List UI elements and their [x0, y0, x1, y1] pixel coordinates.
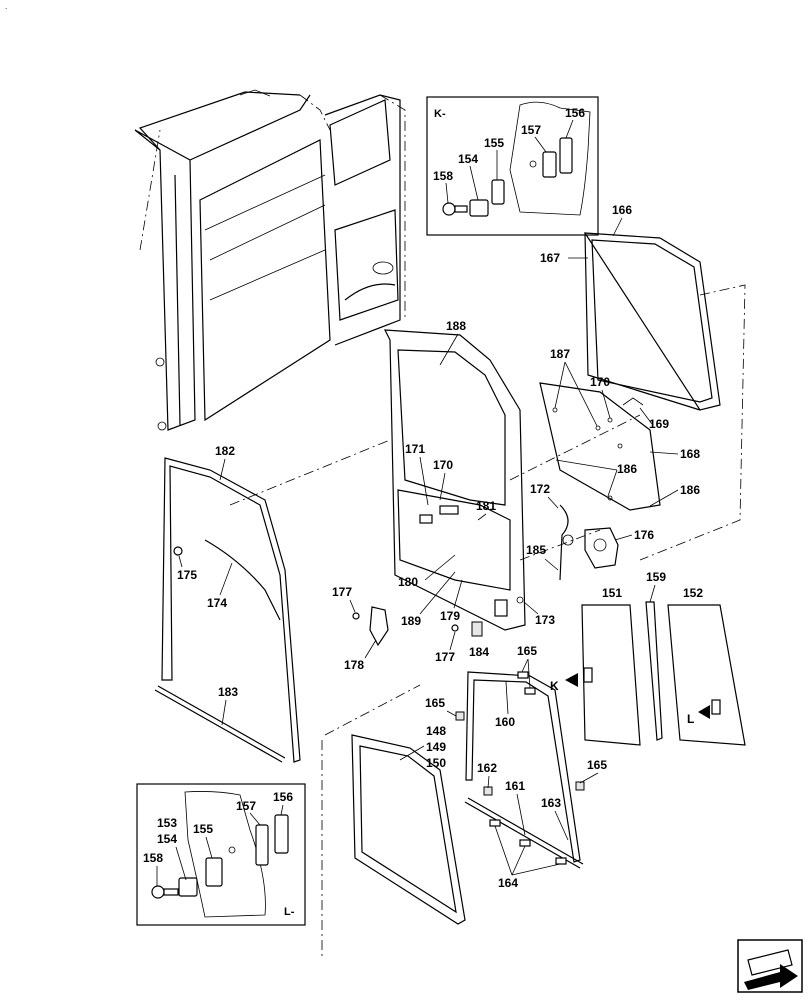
label-162: 162	[477, 761, 497, 775]
lower-glass-panels: 151 159 152 K L	[550, 570, 746, 746]
label-153-l: 153	[157, 816, 177, 830]
label-150: 150	[426, 756, 446, 770]
label-180: 180	[398, 575, 418, 589]
label-172: 172	[530, 482, 550, 496]
label-167: 167	[540, 251, 560, 265]
label-154-k: 154	[458, 152, 478, 166]
label-165-right: 165	[587, 758, 607, 772]
label-165-left: 165	[425, 696, 445, 710]
inset-view-k: K- 156 157 155 154 158	[426, 96, 599, 236]
label-163: 163	[541, 796, 561, 810]
label-184: 184	[469, 645, 489, 659]
label-170-door: 170	[433, 458, 453, 472]
label-173: 173	[535, 613, 555, 627]
label-154-l: 154	[157, 832, 177, 846]
label-148: 148	[426, 724, 446, 738]
label-170-top: 170	[590, 375, 610, 389]
corner-mark: .	[5, 2, 7, 11]
label-157-l: 157	[236, 799, 256, 813]
lower-window-frame: 148 149 150	[321, 684, 466, 960]
label-177-a: 177	[332, 585, 352, 599]
label-158-k: 158	[433, 169, 453, 183]
label-160: 160	[495, 715, 515, 729]
callout-k: K	[550, 679, 559, 693]
view-label-l: L-	[284, 906, 295, 918]
view-label-k: K-	[434, 108, 446, 120]
inset-view-l: 156 157 153 154 155 158 L-	[136, 783, 306, 926]
label-178: 178	[344, 658, 364, 672]
label-186-a: 186	[617, 462, 637, 476]
next-page-arrow-icon[interactable]	[737, 939, 803, 993]
hinge-bracket: 177 177 178	[332, 585, 459, 672]
label-176: 176	[634, 528, 654, 542]
callout-l: L	[687, 712, 694, 726]
label-186-b: 186	[680, 483, 700, 497]
label-155-l: 155	[193, 822, 213, 836]
window-seal-frame: 166 167	[540, 203, 746, 561]
label-152: 152	[683, 586, 703, 600]
label-181: 181	[476, 499, 496, 513]
sliding-window-rail: 165 165 165 160 162 161 163 164	[425, 644, 607, 890]
label-156-k: 156	[565, 106, 585, 120]
label-171: 171	[405, 442, 425, 456]
label-166: 166	[612, 203, 632, 217]
label-157-k: 157	[521, 123, 541, 137]
label-183: 183	[218, 685, 238, 699]
label-159: 159	[646, 570, 666, 584]
label-156-l: 156	[273, 790, 293, 804]
door-frame: 188 171 170 181 180 189 179 184	[229, 319, 641, 659]
cab-frame	[134, 89, 406, 431]
door-latch-assembly: 172 176 185 173	[516, 482, 654, 627]
label-164: 164	[498, 876, 518, 890]
label-175: 175	[177, 568, 197, 582]
label-169: 169	[649, 417, 669, 431]
label-158-l: 158	[143, 851, 163, 865]
label-188: 188	[446, 319, 466, 333]
label-187: 187	[550, 347, 570, 361]
label-155-k: 155	[484, 136, 504, 150]
label-165-top: 165	[517, 644, 537, 658]
label-151: 151	[602, 586, 622, 600]
label-161: 161	[505, 779, 525, 793]
label-149: 149	[426, 740, 446, 754]
label-185: 185	[526, 543, 546, 557]
label-168: 168	[680, 447, 700, 461]
label-174: 174	[207, 596, 227, 610]
door-seal-left: 182 175 174 183	[154, 444, 301, 763]
upper-glass-panel: 187 170 169 168 186 186	[539, 347, 700, 511]
label-179: 179	[440, 609, 460, 623]
label-177-b: 177	[435, 650, 455, 664]
label-182: 182	[215, 444, 235, 458]
label-189: 189	[401, 614, 421, 628]
